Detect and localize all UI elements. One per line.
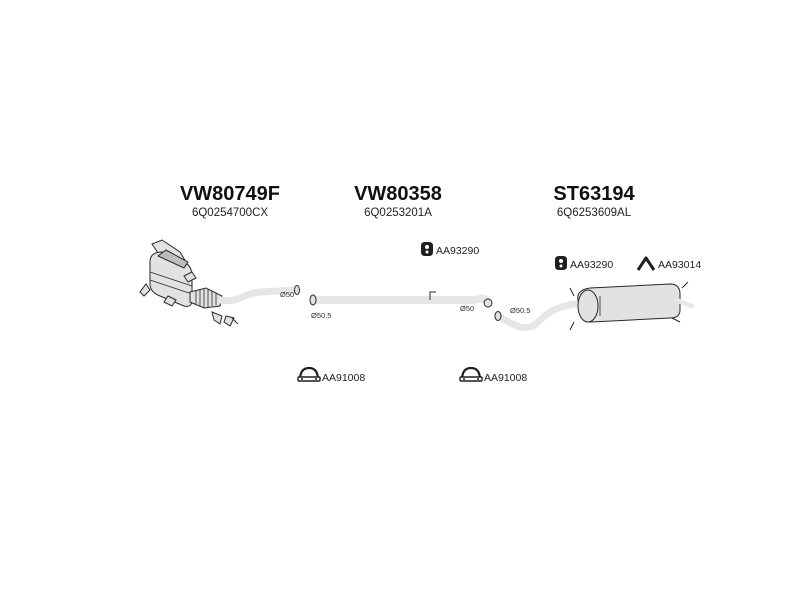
middle-inlet-diameter: Ø50.5 [311,311,331,320]
oem-code-middle: 6Q0253201A [364,207,432,219]
accessory-label-clamp-left: AA91008 [322,372,365,384]
hanger-bracket-icon [636,256,656,271]
pipe-clamp-icon [297,366,321,382]
front-outlet-diameter: Ø50 [280,290,294,299]
rear-silencer [494,281,695,331]
rear-inlet-diameter: Ø50.5 [510,306,530,315]
oem-code-rear: 6Q6253609AL [557,207,632,219]
accessory-label-hanger-rear: AA93290 [570,259,613,271]
part-code-front: VW80749F [180,183,280,205]
rubber-hanger-icon [421,242,433,256]
middle-pipe [309,291,493,308]
oem-code-front: 6Q0254700CX [192,207,268,219]
rubber-hanger-icon [555,256,567,270]
part-code-middle: VW80358 [354,183,442,205]
middle-outlet-diameter: Ø50 [460,304,474,313]
accessory-label-clamp-right: AA91008 [484,372,527,384]
accessory-label-hanger-middle: AA93290 [436,245,479,257]
accessory-label-bracket: AA93014 [658,259,701,271]
front-dpf-catalyst [139,239,300,327]
pipe-clamp-icon [459,366,483,382]
part-code-rear: ST63194 [553,183,635,205]
